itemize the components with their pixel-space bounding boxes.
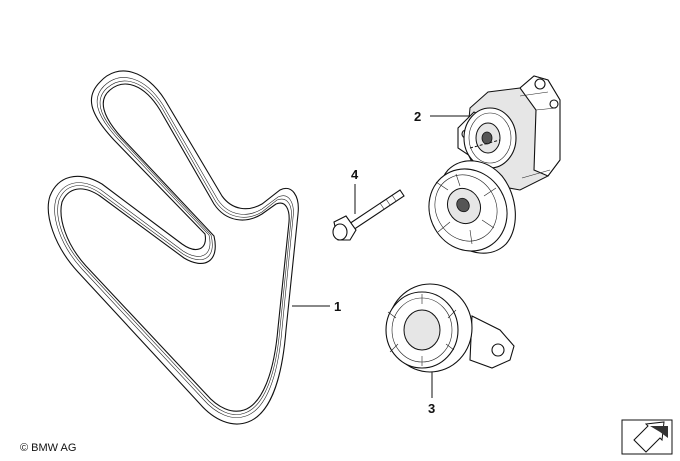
- drive-belt[interactable]: [47, 70, 299, 425]
- copyright-notice: © BMW AG: [20, 442, 77, 454]
- leader-lines: [292, 115, 501, 398]
- callout-2[interactable]: 2: [414, 109, 421, 124]
- callout-4[interactable]: 4: [351, 167, 359, 182]
- callout-3[interactable]: 3: [428, 401, 435, 416]
- callout-1[interactable]: 1: [334, 299, 341, 314]
- guide-pulley[interactable]: [414, 155, 522, 266]
- bolt[interactable]: [332, 189, 405, 241]
- idler-pulley[interactable]: [385, 283, 515, 373]
- arrow-icon[interactable]: [621, 419, 673, 455]
- belt-tensioner[interactable]: [457, 75, 561, 191]
- assembly-axis-line: [469, 139, 501, 149]
